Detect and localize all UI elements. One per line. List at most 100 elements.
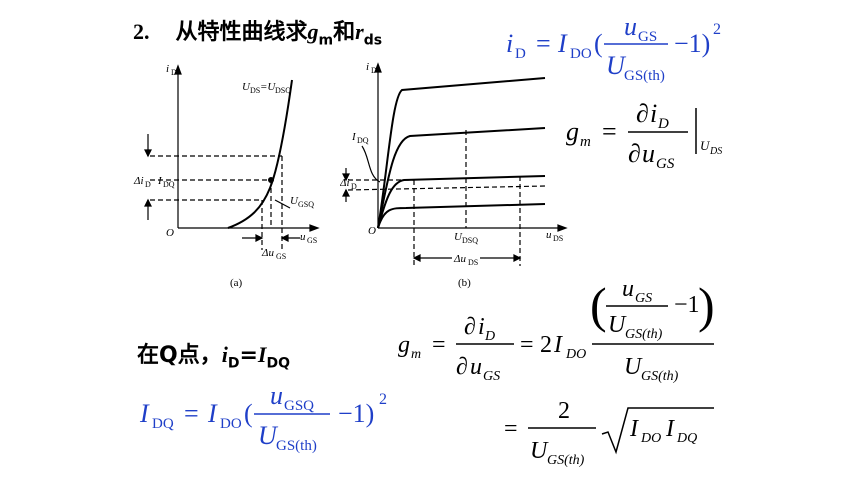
- svg-text:U: U: [290, 195, 299, 207]
- svg-text:=: =: [184, 399, 199, 428]
- svg-text:i: i: [366, 61, 369, 73]
- q-point-text: 在Q点，: [137, 343, 222, 368]
- svg-text:DS: DS: [468, 258, 478, 267]
- fig-a-curve: [227, 79, 293, 229]
- svg-text:∂: ∂: [456, 354, 468, 380]
- svg-text:=: =: [432, 332, 446, 358]
- svg-text:i: i: [506, 29, 513, 58]
- svg-text:GS(th): GS(th): [624, 68, 665, 84]
- svg-text:∂: ∂: [636, 99, 649, 128]
- section-heading: 2.从特性曲线求gm和rds: [133, 14, 382, 48]
- svg-text:O: O: [368, 225, 376, 237]
- q-point-condition: 在Q点，iD=IDQ: [137, 337, 290, 371]
- svg-text:=U: =U: [260, 81, 276, 93]
- svg-text:): ): [698, 277, 715, 333]
- svg-text:GS: GS: [635, 291, 652, 306]
- svg-text:DQ: DQ: [676, 431, 697, 446]
- svg-text:i: i: [478, 314, 485, 340]
- svg-text:(: (: [594, 29, 603, 58]
- svg-text:g: g: [398, 332, 410, 358]
- svg-text:DQ: DQ: [152, 416, 174, 432]
- svg-text:∂: ∂: [464, 314, 476, 340]
- svg-text:I: I: [665, 416, 675, 442]
- svg-text:DO: DO: [640, 431, 661, 446]
- svg-text:GS: GS: [638, 29, 657, 45]
- svg-text:=: =: [520, 332, 534, 358]
- svg-text:u: u: [622, 276, 634, 302]
- svg-text:=: =: [536, 29, 551, 58]
- svg-text:I: I: [139, 399, 150, 428]
- svg-text:g: g: [566, 117, 579, 146]
- svg-text:U: U: [624, 354, 643, 380]
- svg-text:GS(th): GS(th): [547, 453, 585, 468]
- svg-text:(b): (b): [458, 277, 471, 289]
- svg-text:GS: GS: [276, 252, 286, 261]
- svg-text:2: 2: [713, 21, 721, 38]
- svg-text:=: =: [602, 117, 617, 146]
- svg-text:I: I: [351, 131, 357, 143]
- svg-text:DQ: DQ: [163, 180, 175, 189]
- svg-text:i: i: [166, 63, 169, 75]
- svg-text:DO: DO: [565, 347, 586, 362]
- id-sub: D: [227, 355, 240, 372]
- rds-sub: ds: [363, 32, 383, 49]
- equals-sign: =: [239, 343, 258, 368]
- svg-text:u: u: [624, 12, 637, 41]
- svg-text:−1): −1): [674, 29, 710, 58]
- svg-text:GS(th): GS(th): [625, 327, 663, 342]
- svg-text:(: (: [590, 277, 607, 333]
- svg-text:U: U: [454, 231, 463, 243]
- svg-text:I: I: [207, 399, 218, 428]
- svg-text:O: O: [166, 227, 174, 239]
- rds-var: r: [355, 19, 364, 44]
- svg-text:m: m: [411, 347, 421, 362]
- svg-text:u: u: [270, 381, 283, 410]
- svg-text:D: D: [515, 46, 526, 62]
- svg-text:GS: GS: [656, 156, 675, 172]
- svg-text:D: D: [171, 68, 177, 77]
- svg-text:u: u: [546, 229, 552, 241]
- svg-text:(: (: [244, 399, 253, 428]
- svg-text:DSQ: DSQ: [462, 236, 478, 245]
- svg-text:DO: DO: [570, 46, 592, 62]
- svg-text:Δi: Δi: [133, 175, 144, 187]
- svg-text:u: u: [470, 354, 482, 380]
- svg-text:(a): (a): [230, 277, 243, 289]
- heading-and: 和: [333, 20, 356, 45]
- svg-text:2: 2: [540, 332, 552, 358]
- svg-text:2: 2: [558, 398, 570, 424]
- svg-text:GSQ: GSQ: [298, 200, 314, 209]
- svg-text:DO: DO: [220, 416, 242, 432]
- svg-text:I: I: [629, 416, 639, 442]
- svg-text:D: D: [351, 182, 357, 191]
- svg-text:U: U: [530, 438, 549, 464]
- svg-text:DSQ: DSQ: [275, 86, 291, 95]
- svg-text:GS: GS: [307, 236, 317, 245]
- heading-text: 从特性曲线求: [175, 20, 308, 45]
- svg-text:DS: DS: [250, 86, 260, 95]
- svg-text:u: u: [300, 231, 306, 243]
- svg-text:−1): −1): [338, 399, 374, 428]
- idq-formula: I DQ = I DO ( u GSQ U GS(th) −1) 2: [139, 381, 387, 454]
- svg-text:GS: GS: [483, 369, 500, 384]
- svg-text:u: u: [642, 139, 655, 168]
- svg-text:GSQ: GSQ: [284, 398, 314, 414]
- idq-var: I: [257, 342, 267, 367]
- svg-text:U: U: [700, 138, 711, 153]
- svg-text:∂: ∂: [628, 139, 641, 168]
- id-formula: i D = I DO ( u GS U GS(th) −1) 2: [506, 12, 721, 84]
- gm-sub: m: [318, 32, 334, 49]
- svg-text:U: U: [606, 51, 627, 80]
- svg-text:U: U: [242, 81, 251, 93]
- svg-text:DS: DS: [553, 234, 563, 243]
- svg-text:Δu: Δu: [261, 247, 274, 259]
- svg-text:I: I: [557, 29, 568, 58]
- svg-text:i: i: [650, 99, 657, 128]
- svg-text:I: I: [553, 332, 563, 358]
- svg-text:D: D: [484, 329, 495, 344]
